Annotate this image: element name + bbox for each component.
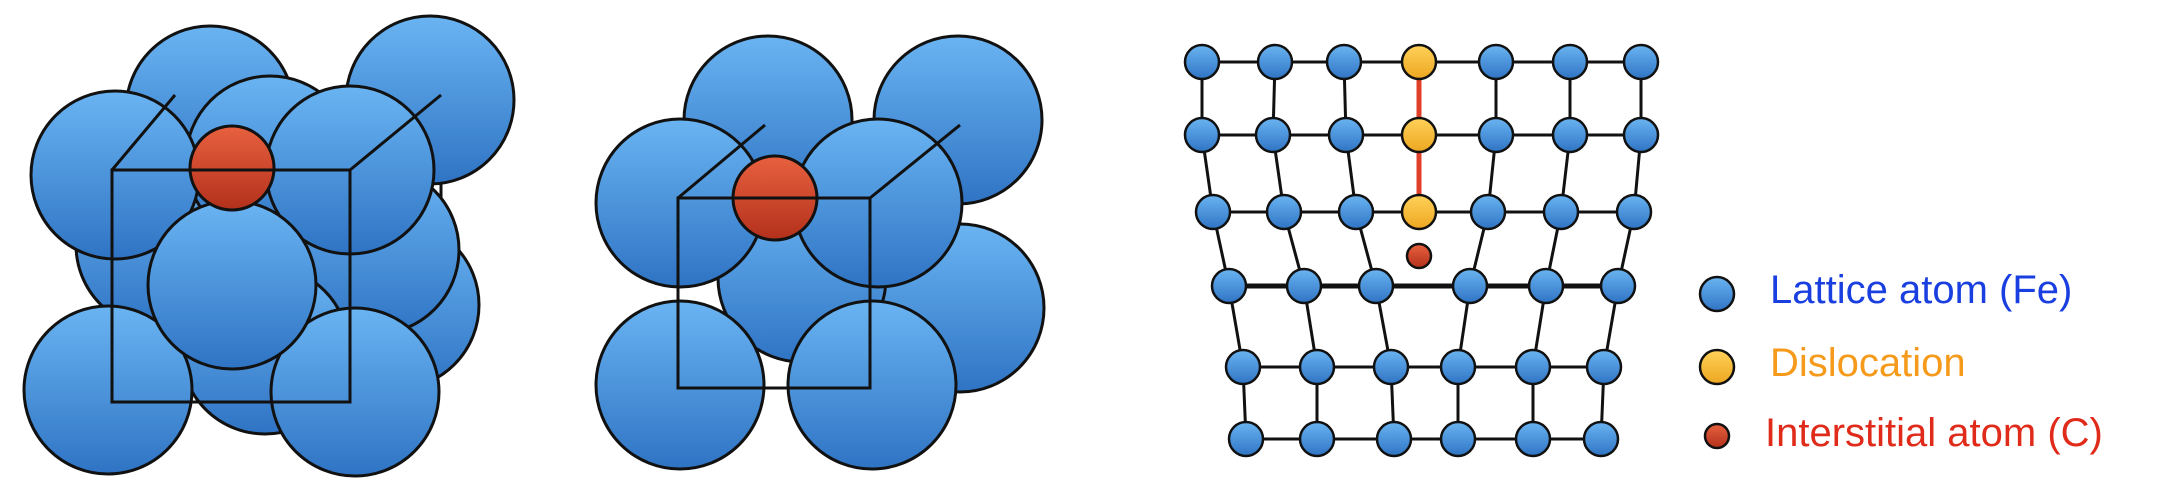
- bcc-front-cube: [676, 123, 961, 390]
- dislocation-atom: [1400, 116, 1438, 154]
- lattice-atom: [1514, 348, 1552, 386]
- legend-lattice: Lattice atom (Fe): [1770, 268, 2072, 313]
- bcc-atom: [594, 299, 766, 471]
- legend-dislocation-label: Dislocation: [1770, 341, 1966, 385]
- lattice-atom: [1224, 348, 1262, 386]
- lattice-atom: [1622, 116, 1660, 154]
- fcc-atom: [269, 306, 441, 478]
- fcc-atom: [22, 304, 194, 476]
- lattice-atom: [1285, 267, 1323, 305]
- lattice-atom: [1357, 267, 1395, 305]
- lattice-atom: [1183, 116, 1221, 154]
- lattice-atom: [1227, 420, 1265, 458]
- lattice-atom: [1451, 267, 1489, 305]
- lattice-atom: [1551, 116, 1589, 154]
- lattice-atom: [1254, 116, 1292, 154]
- legend-interstitial: Interstitial atom (C): [1765, 411, 2103, 456]
- dislocation-atom: [1400, 193, 1438, 231]
- lattice-atom: [1439, 348, 1477, 386]
- lattice-atom: [1599, 267, 1637, 305]
- lattice-atom: [1582, 420, 1620, 458]
- legend-interstitial-marker: [1703, 422, 1731, 450]
- fcc-front-cube: [110, 93, 442, 404]
- lattice-atom: [1615, 193, 1653, 231]
- bcc-unit-cell: [594, 34, 1046, 471]
- lattice-atom: [1210, 267, 1248, 305]
- lattice-atom: [1622, 43, 1660, 81]
- lattice-atom: [1551, 43, 1589, 81]
- lattice-atom: [1439, 420, 1477, 458]
- lattice-atom: [1527, 267, 1565, 305]
- lattice-atom: [1469, 193, 1507, 231]
- lattice-atom: [1325, 43, 1363, 81]
- lattice-atom: [1477, 116, 1515, 154]
- lattice-atom: [1375, 420, 1413, 458]
- lattice-atom: [1477, 43, 1515, 81]
- lattice-atom: [1372, 348, 1410, 386]
- lattice-atom: [1183, 43, 1221, 81]
- lattice-atom: [1298, 348, 1336, 386]
- lattice-atom: [1542, 193, 1580, 231]
- fcc-interstitial-atom: [188, 124, 276, 212]
- lattice-atom: [1256, 43, 1294, 81]
- lattice-atom: [1514, 420, 1552, 458]
- legend-lattice-marker: [1698, 275, 1736, 313]
- bcc-atom: [786, 299, 958, 471]
- lattice-atom: [1585, 348, 1623, 386]
- legend-dislocation-marker: [1698, 348, 1736, 386]
- lattice-atom: [1298, 420, 1336, 458]
- lattice-atom: [1265, 193, 1303, 231]
- lattice-atom: [1194, 193, 1232, 231]
- legend-markers: [1698, 275, 1736, 450]
- lattice-atom: [1327, 116, 1365, 154]
- legend-interstitial-label: Interstitial atom (C): [1765, 411, 2103, 455]
- dislocation-lattice: [1183, 43, 1660, 458]
- legend-lattice-label: Lattice atom (Fe): [1770, 268, 2073, 312]
- dislocation-atom: [1400, 43, 1438, 81]
- fcc-atom: [146, 199, 318, 371]
- legend-dislocation: Dislocation: [1770, 341, 1966, 386]
- interstitial-atom: [1405, 242, 1433, 270]
- lattice-atom: [1337, 193, 1375, 231]
- fcc-unit-cell: [22, 14, 516, 478]
